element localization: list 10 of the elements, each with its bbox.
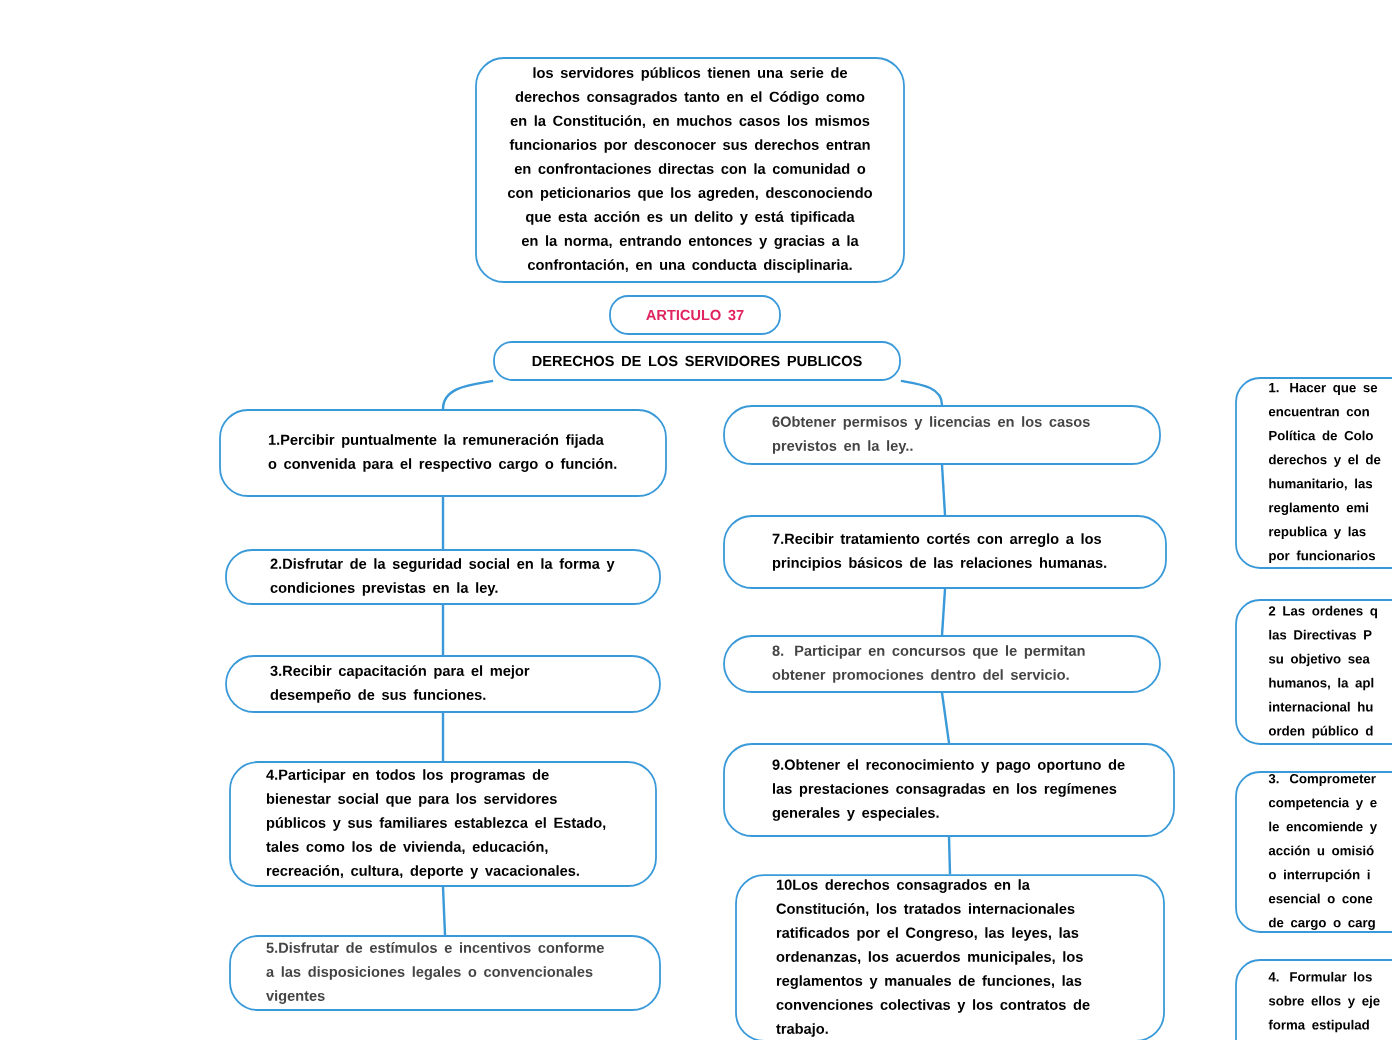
connector-line xyxy=(947,836,952,875)
connector-line xyxy=(441,496,445,550)
connector-line xyxy=(441,604,445,656)
connector-line xyxy=(441,886,447,936)
connector-line xyxy=(940,692,951,744)
connector-line xyxy=(940,588,947,636)
connector-line xyxy=(940,464,947,516)
connector-line xyxy=(441,712,445,762)
connector-line xyxy=(441,379,494,410)
connector-line xyxy=(900,379,944,406)
